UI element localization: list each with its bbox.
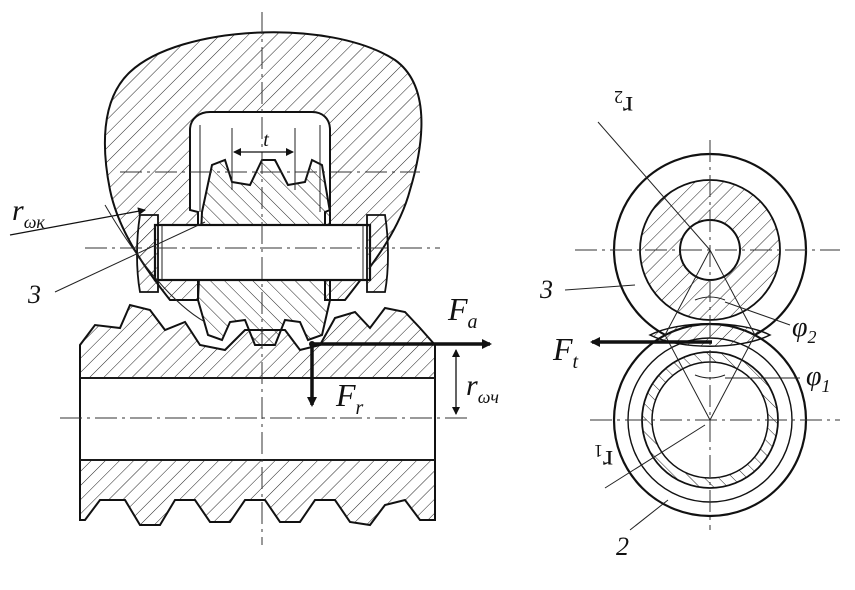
label-phi1: φ1 xyxy=(806,361,831,396)
label-ft: Ft xyxy=(552,331,579,373)
label-r1: r1 xyxy=(594,441,613,477)
r-wk-arc xyxy=(104,204,206,323)
label-fa: Fa xyxy=(447,291,478,333)
label-phi2: φ2 xyxy=(792,312,817,347)
part3-leader-right xyxy=(564,284,636,291)
part2-leader xyxy=(629,499,669,531)
r2-leader xyxy=(597,121,711,251)
label-t: t xyxy=(263,129,269,151)
r-wk-leader xyxy=(9,207,146,236)
label-r2: r2 xyxy=(614,87,633,123)
label-fr: Fr xyxy=(335,377,364,419)
label-part3-left: 3 xyxy=(27,280,41,309)
phi2-leader xyxy=(724,301,791,326)
r1-leader xyxy=(604,424,706,489)
label-r-wch: rωч xyxy=(466,369,499,407)
part3-leader-left xyxy=(54,221,206,293)
axle-cap-right xyxy=(366,214,389,293)
label-part3-right: 3 xyxy=(539,275,553,304)
right-side-view: r2 3 φ2 φ1 Ft r1 2 xyxy=(539,87,840,561)
label-r-wk: rωк xyxy=(12,194,45,232)
label-part2: 2 xyxy=(616,532,629,561)
left-section-view: t rωк 3 Fa Fr rωч xyxy=(9,12,499,545)
axle-cap-left xyxy=(136,214,159,293)
worm-shaft xyxy=(79,377,436,461)
